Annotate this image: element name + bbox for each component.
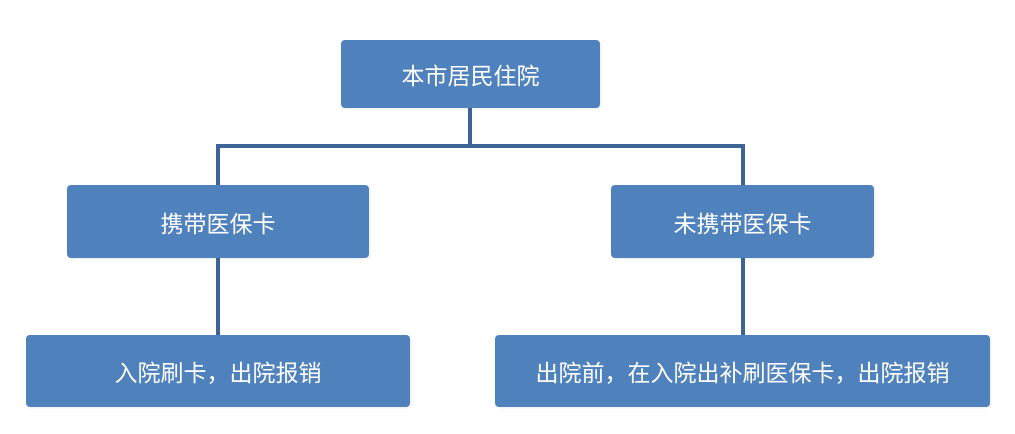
node-with-insurance-card: 携带医保卡 [67, 185, 369, 258]
node-with-card-step: 入院刷卡，出院报销 [26, 335, 410, 407]
node-without-insurance-card: 未携带医保卡 [611, 185, 874, 258]
node-without-card-step: 出院前，在入院出补刷医保卡，出院报销 [495, 335, 990, 407]
node-resident-hospitalization: 本市居民住院 [341, 40, 600, 108]
